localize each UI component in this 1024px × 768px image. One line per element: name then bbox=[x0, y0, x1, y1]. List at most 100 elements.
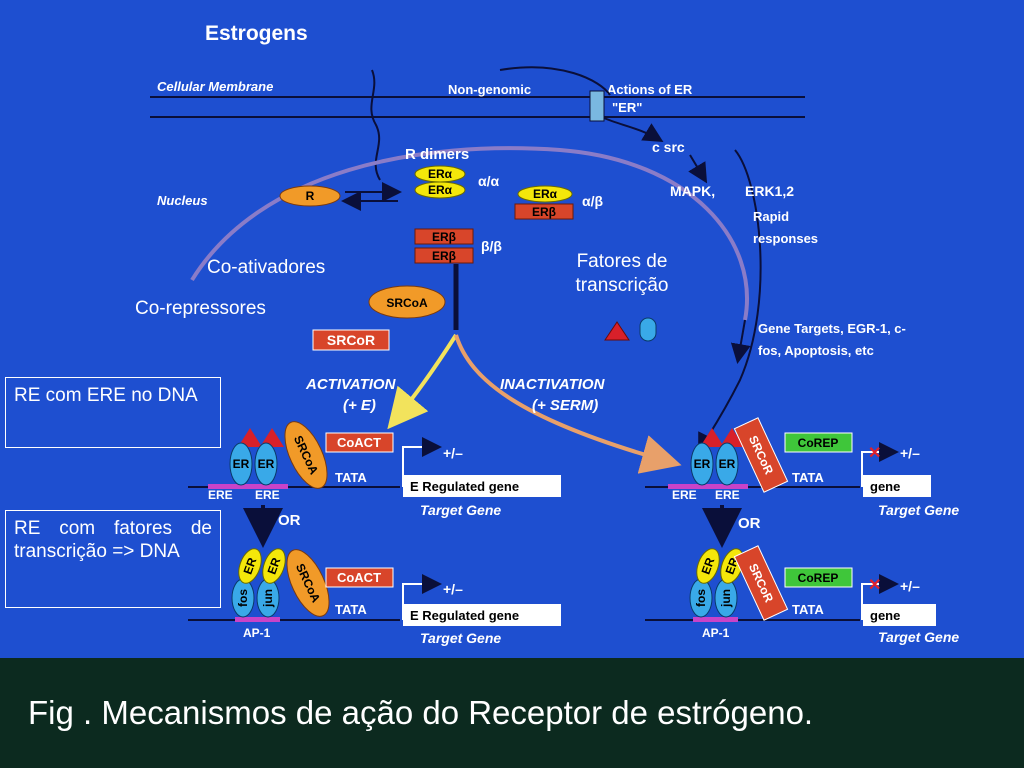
srcoa-bound-2 bbox=[286, 549, 330, 617]
er-ap1-2a bbox=[696, 548, 720, 584]
gene-box-2 bbox=[863, 604, 936, 626]
ere-label-4: ERE bbox=[715, 488, 740, 502]
jun-label-2: jun bbox=[719, 589, 733, 608]
tata-label-3: TATA bbox=[792, 470, 824, 485]
er-oval-1 bbox=[229, 442, 253, 486]
activation-label: ACTIVATION bbox=[305, 376, 397, 393]
er-quoted-label: "ER" bbox=[612, 100, 642, 115]
inactivation-sub-label: (+ SERM) bbox=[532, 397, 598, 414]
er-ab-alpha bbox=[517, 185, 573, 203]
inactivation-arrow bbox=[454, 334, 682, 474]
activation-ere-complex: ERE ERE ER ER SRCoA CoACT TATA +/– E Reg… bbox=[188, 421, 561, 518]
jun-label-1: jun bbox=[261, 589, 275, 608]
or-label-left: OR bbox=[278, 512, 301, 529]
er-ap1-1a-label: ER bbox=[241, 555, 260, 576]
diagram-title: Estrogens bbox=[205, 22, 308, 45]
plus-minus-2: +/– bbox=[443, 581, 463, 597]
inactivation-label: INACTIVATION bbox=[500, 376, 606, 393]
responses-label: responses bbox=[753, 231, 818, 246]
receptor-r-label: R bbox=[306, 189, 315, 203]
blocked-x-1: ✕ bbox=[868, 445, 881, 462]
tata-label-4: TATA bbox=[792, 602, 824, 617]
activation-sub-label: (+ E) bbox=[343, 397, 376, 414]
co-ativadores-label: Co-ativadores bbox=[207, 257, 326, 278]
corep-box-1 bbox=[784, 432, 853, 453]
co-repressores-label: Co-repressores bbox=[135, 298, 266, 319]
srcoa-bound-1 bbox=[284, 421, 328, 489]
er-alpha-bottom bbox=[414, 181, 466, 199]
er-bb-top bbox=[414, 228, 474, 245]
estrogen-receptor-diagram: Estrogens Cellular Membrane Non-genomic … bbox=[150, 22, 959, 646]
corep-label-1: CoREP bbox=[798, 436, 839, 450]
figure-caption: Fig . Mecanismos de ação do Receptor de … bbox=[28, 694, 814, 731]
inactivation-ap1-complex: AP-1 fos jun ER ER SRCoR CoREP TATA ✕ +/… bbox=[645, 545, 959, 645]
e-regulated-gene-label-2: E Regulated gene bbox=[410, 608, 519, 623]
membrane-label: Cellular Membrane bbox=[157, 79, 273, 94]
fos-label-1: fos bbox=[236, 589, 250, 607]
srcor-corepressor bbox=[312, 329, 390, 351]
non-genomic-label: Non-genomic bbox=[448, 82, 531, 97]
mapk-arrow bbox=[688, 154, 708, 184]
er-alpha-top-label: ERα bbox=[428, 167, 453, 181]
nucleus-boundary bbox=[190, 146, 749, 321]
non-genomic-connector bbox=[499, 66, 611, 96]
ap1-label-1: AP-1 bbox=[243, 626, 271, 640]
er-oval-4-label: ER bbox=[719, 457, 736, 471]
er-ap1-1a bbox=[238, 548, 262, 584]
activation-arrow bbox=[387, 333, 458, 430]
e-regulated-gene-label-1: E Regulated gene bbox=[410, 479, 519, 494]
er-ap1-2a-label: ER bbox=[699, 555, 718, 576]
plus-minus-3: +/– bbox=[900, 445, 920, 461]
er-alpha-bottom-label: ERα bbox=[428, 183, 453, 197]
nucleus-label: Nucleus bbox=[157, 193, 208, 208]
srcoa-label: SRCoA bbox=[386, 296, 428, 310]
er-ap1-1b bbox=[262, 548, 286, 584]
target-gene-label-1: Target Gene bbox=[420, 502, 501, 518]
er-ab-beta bbox=[514, 203, 574, 220]
corep-label-2: CoREP bbox=[798, 571, 839, 585]
er-oval-3-label: ER bbox=[694, 457, 711, 471]
corep-box-2 bbox=[784, 567, 853, 588]
erk-label: ERK1,2 bbox=[745, 183, 794, 199]
dimer-bb-label: β/β bbox=[481, 238, 502, 254]
gene-label-1: gene bbox=[870, 479, 900, 494]
blocked-x-2: ✕ bbox=[868, 577, 881, 594]
e-regulated-gene-box-2 bbox=[403, 604, 561, 626]
re-ere-box: RE com ERE no DNA bbox=[5, 377, 221, 448]
actions-of-er-label: Actions of ER bbox=[607, 82, 693, 97]
target-gene-label-4: Target Gene bbox=[878, 629, 959, 645]
er-bb-bottom-label: ERβ bbox=[432, 249, 456, 263]
er-oval-2-label: ER bbox=[258, 457, 275, 471]
fatores-line2: transcrição bbox=[575, 275, 669, 296]
tata-label-1: TATA bbox=[335, 470, 367, 485]
mapk-label: MAPK, bbox=[670, 183, 715, 199]
e-regulated-gene-box-1 bbox=[403, 475, 561, 497]
tf-triangle-icon bbox=[604, 321, 630, 341]
er-bb-top-label: ERβ bbox=[432, 230, 456, 244]
er-oval-3 bbox=[690, 442, 714, 486]
coact-label-2: CoACT bbox=[337, 570, 381, 585]
tf-oval-icon bbox=[639, 317, 657, 342]
activation-ap1-complex: AP-1 fos jun ER ER SRCoA CoACT TATA +/– … bbox=[188, 548, 561, 646]
tata-label-2: TATA bbox=[335, 602, 367, 617]
srcor-bound-2 bbox=[733, 545, 789, 621]
receptor-r bbox=[279, 185, 341, 207]
gene-box-1 bbox=[863, 475, 931, 497]
srcoa-coactivator bbox=[368, 285, 446, 319]
membrane-er-icon bbox=[589, 90, 605, 122]
csrc-label: c src bbox=[652, 139, 685, 155]
ap1-label-2: AP-1 bbox=[702, 626, 730, 640]
ere-label-1: ERE bbox=[208, 488, 233, 502]
er-oval-2 bbox=[254, 442, 278, 486]
ere-label-2: ERE bbox=[255, 488, 280, 502]
re-fatores-box: RE com fatores de transcrição => DNA bbox=[5, 510, 221, 608]
fatores-line1: Fatores de bbox=[576, 251, 668, 272]
srcor-bound-1 bbox=[733, 417, 789, 493]
dimer-ab-label: α/β bbox=[582, 193, 603, 209]
slide-diagram-area: Estrogens Cellular Membrane Non-genomic … bbox=[0, 0, 1024, 658]
ere-label-3: ERE bbox=[672, 488, 697, 502]
or-label-right: OR bbox=[738, 515, 761, 532]
gene-label-2: gene bbox=[870, 608, 900, 623]
plus-minus-1: +/– bbox=[443, 445, 463, 461]
er-ap1-1b-label: ER bbox=[265, 555, 284, 576]
